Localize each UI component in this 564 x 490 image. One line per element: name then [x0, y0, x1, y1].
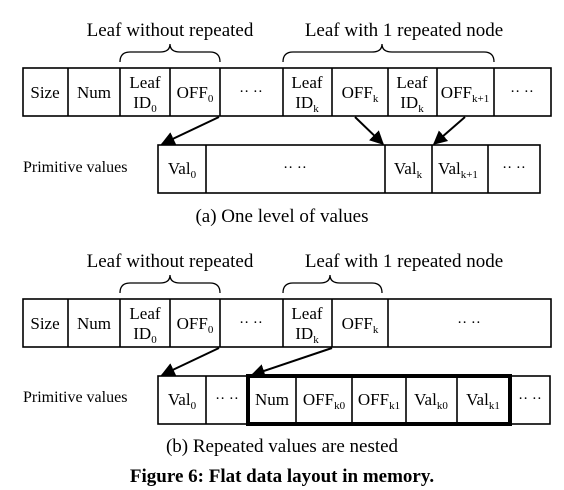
a-brace-label-repeat: Leaf with 1 repeated node	[305, 20, 503, 41]
a-valk-cell: Valk	[394, 159, 423, 181]
figure-caption: Figure 6: Flat data layout in memory.	[130, 466, 434, 487]
b-primitive-values-label: Primitive values	[23, 389, 127, 406]
b-brace-no-repeat	[119, 274, 221, 294]
a-primitive-values-label: Primitive values	[23, 159, 127, 176]
a-arrow-off0	[160, 116, 220, 145]
a-values-row	[157, 144, 541, 194]
a-subcaption: (a) One level of values	[195, 206, 368, 227]
a-leaf-idk-cell-2: Leaf	[396, 73, 427, 92]
b-leaf-row	[22, 298, 552, 348]
a-off0-cell: OFF0	[177, 83, 214, 105]
a-brace-repeat	[282, 43, 495, 63]
a-ellipsis-2: ·· ··	[510, 84, 534, 100]
b-size-cell: Size	[30, 314, 59, 333]
a-brace-label-no-repeat: Leaf without repeated	[87, 20, 254, 41]
a-ellipsis-4: ·· ··	[502, 160, 526, 176]
b-ellipsis-4: ·· ··	[518, 391, 542, 407]
b-val0-cell: Val0	[168, 390, 197, 412]
a-leaf-id0-cell: Leaf	[129, 73, 160, 92]
a-leaf-row	[22, 67, 552, 117]
a-size-cell: Size	[30, 83, 59, 102]
b-nested-group-frame	[246, 374, 512, 426]
a-val0-cell: Val0	[168, 159, 197, 181]
a-leaf-idk-cell: Leaf	[291, 73, 322, 92]
b-ellipsis-3: ·· ··	[215, 391, 239, 407]
a-offk-cell: OFFk	[342, 83, 379, 105]
b-nested-num-cell: Num	[255, 390, 289, 409]
b-brace-repeat	[282, 274, 383, 294]
a-brace-no-repeat	[119, 43, 221, 63]
a-arrow-offk1	[432, 116, 466, 145]
b-values-row	[157, 375, 551, 425]
b-brace-label-repeat: Leaf with 1 repeated node	[305, 251, 503, 272]
b-num-cell: Num	[77, 314, 111, 333]
b-brace-label-no-repeat: Leaf without repeated	[87, 251, 254, 272]
b-offk-cell: OFFk	[342, 314, 379, 336]
a-num-cell: Num	[77, 83, 111, 102]
b-ellipsis-1: ·· ··	[239, 315, 263, 331]
b-ellipsis-2: ·· ··	[457, 315, 481, 331]
b-arrow-offk	[250, 347, 333, 378]
b-arrow-off0	[160, 347, 220, 376]
a-ellipsis-3: ·· ··	[283, 160, 307, 176]
b-subcaption: (b) Repeated values are nested	[166, 436, 399, 457]
a-ellipsis-1: ·· ··	[239, 84, 263, 100]
a-arrow-offk	[354, 116, 385, 145]
b-leaf-idk-cell: Leaf	[291, 304, 322, 323]
b-leaf-id0-cell: Leaf	[129, 304, 160, 323]
b-off0-cell: OFF0	[177, 314, 214, 336]
